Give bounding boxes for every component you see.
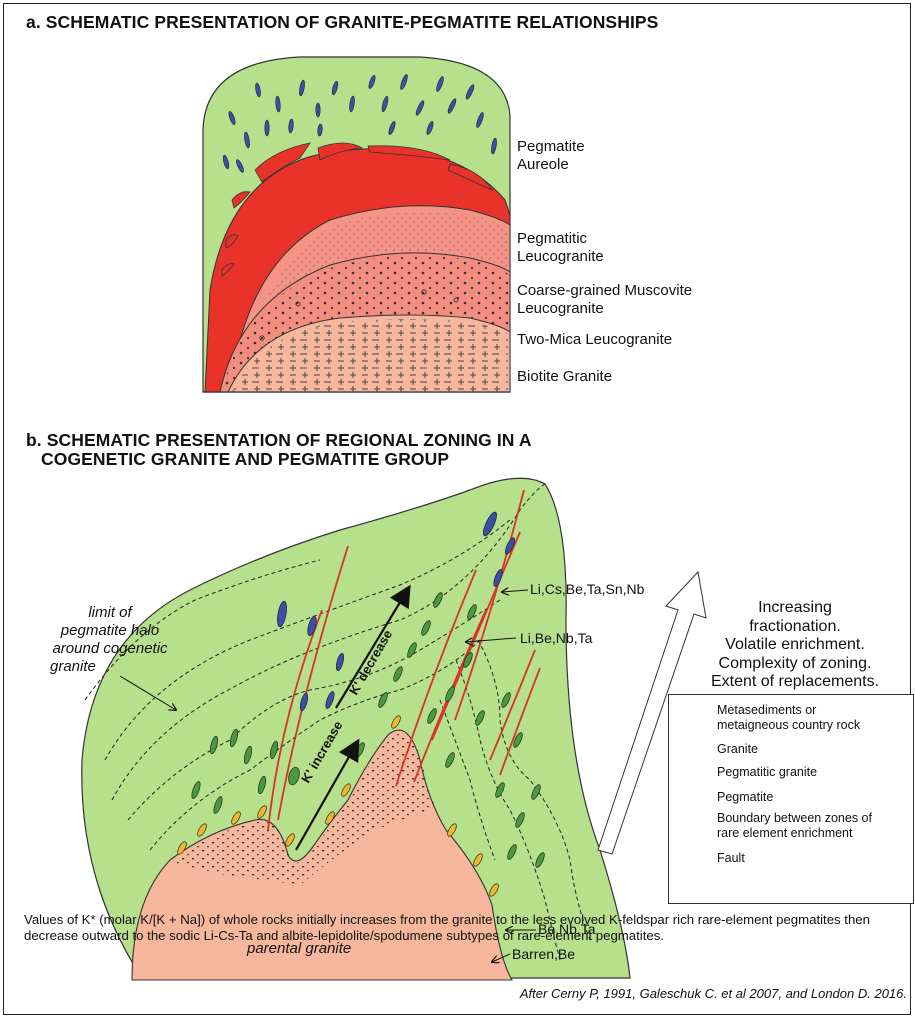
label-biotite-granite: Biotite Granite (517, 368, 612, 386)
label-zone-li-cs: Li,Cs,Be,Ta,Sn,Nb (530, 581, 644, 597)
label-zone-barren: Barren,Be (512, 946, 575, 962)
legend-metased-line-1: Metasediments or (717, 703, 860, 718)
legend-metasediments: Metasediments or metaigneous country roc… (717, 703, 860, 733)
panel-b-title: b. SCHEMATIC PRESENTATION OF REGIONAL ZO… (26, 431, 532, 469)
label-pegmatite-aureole: Pegmatite Aureole (517, 138, 585, 174)
legend-boundary-line-1: Boundary between zones of (717, 811, 872, 826)
credit-line: After Cerny P, 1991, Galeschuk C. et al … (520, 986, 907, 1001)
panel-a-diagram (203, 57, 510, 392)
label-pegleuco-line-1: Pegmatitic (517, 230, 604, 248)
trend-line-5: Extent of replacements. (700, 673, 890, 692)
label-coarse-line-2: Leucogranite (517, 300, 692, 318)
panel-b-title-line-1: b. SCHEMATIC PRESENTATION OF REGIONAL ZO… (26, 431, 532, 450)
trend-line-1: Increasing (700, 599, 890, 618)
limit-line-1: limit of (40, 604, 180, 622)
legend-pegmatitic-granite: Pegmatitic granite (717, 765, 817, 780)
label-aureole-line-2: Aureole (517, 156, 585, 174)
label-limit-halo: limit of pegmatite halo around cogenetic… (40, 604, 180, 676)
caption-note: Values of K* (molar K/[K + Na]) of whole… (24, 912, 884, 943)
legend-boundary: Boundary between zones of rare element e… (717, 811, 872, 841)
limit-line-3: around cogenetic (40, 640, 180, 658)
label-pegleuco-line-2: Leucogranite (517, 248, 604, 266)
legend-fault: Fault (717, 851, 745, 866)
trend-text: Increasing fractionation. Volatile enric… (700, 599, 890, 692)
legend-boundary-line-2: rare element enrichment (717, 826, 872, 841)
label-zone-li-be: Li,Be,Nb,Ta (520, 630, 592, 646)
limit-line-4: granite (40, 658, 180, 676)
legend-granite: Granite (717, 742, 758, 757)
limit-line-2: pegmatite halo (40, 622, 180, 640)
trend-line-2: fractionation. (700, 618, 890, 637)
legend-metased-line-2: metaigneous country rock (717, 718, 860, 733)
label-aureole-line-1: Pegmatite (517, 138, 585, 156)
label-coarse-grained: Coarse-grained Muscovite Leucogranite (517, 282, 692, 318)
trend-line-4: Complexity of zoning. (700, 655, 890, 674)
panel-b-diagram (82, 478, 706, 980)
panel-a-title: a. SCHEMATIC PRESENTATION OF GRANITE-PEG… (26, 12, 658, 33)
legend-pegmatite: Pegmatite (717, 790, 773, 805)
label-pegmatitic-leucogranite: Pegmatitic Leucogranite (517, 230, 604, 266)
label-coarse-line-1: Coarse-grained Muscovite (517, 282, 692, 300)
panel-b-title-line-2: COGENETIC GRANITE AND PEGMATITE GROUP (26, 450, 532, 469)
legend: Metasediments or metaigneous country roc… (668, 694, 914, 904)
label-two-mica: Two-Mica Leucogranite (517, 331, 672, 349)
trend-line-3: Volatile enrichment. (700, 636, 890, 655)
